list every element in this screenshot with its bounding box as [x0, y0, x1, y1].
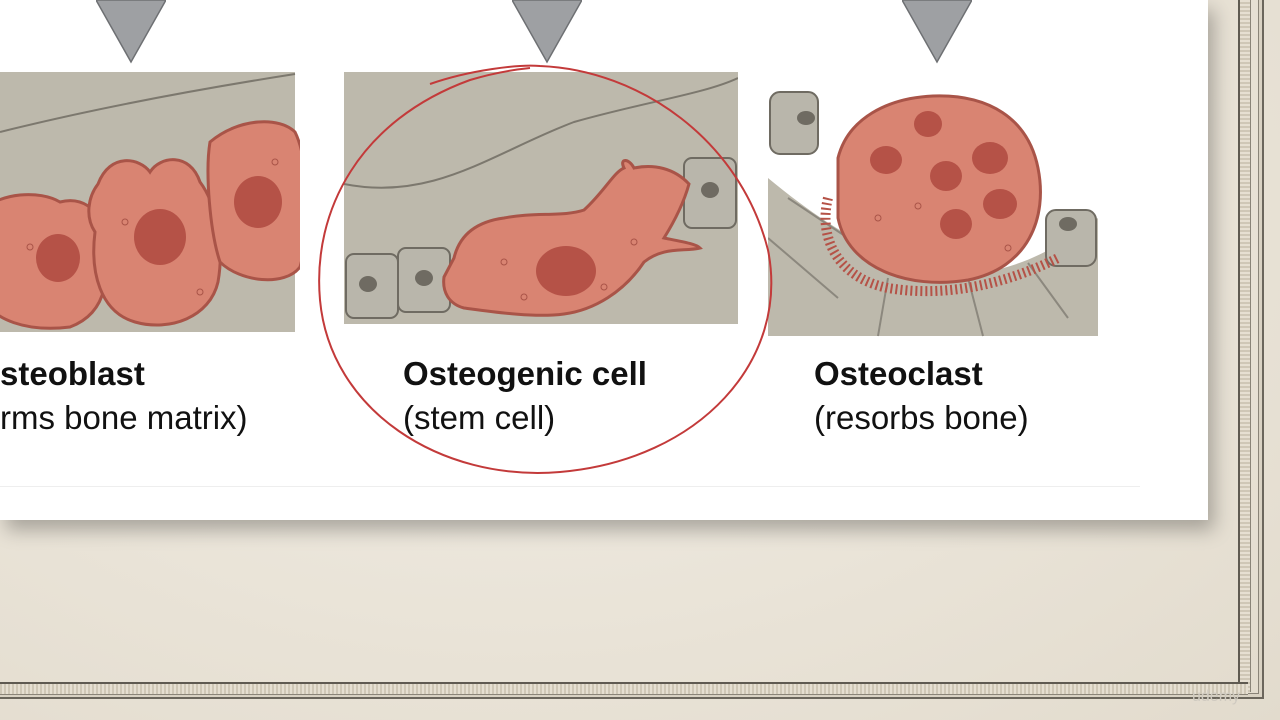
picture-frame [0, 0, 1264, 699]
osteogenic-cell-illustration [344, 72, 738, 324]
arrow-down-icon [96, 0, 166, 64]
arrow-down-icon [512, 0, 582, 64]
cell-description: (resorbs bone) [814, 399, 1029, 436]
cell-label-osteoblast: steoblast rms bone matrix) [0, 352, 248, 440]
cell-description: (stem cell) [403, 399, 556, 436]
frame-right-edge [1238, 0, 1251, 692]
osteoclast-illustration [768, 88, 1100, 338]
cell-label-osteogenic: Osteogenic cell (stem cell) [403, 352, 647, 440]
cell-description: rms bone matrix) [0, 399, 248, 436]
cell-label-osteoclast: Osteoclast (resorbs bone) [814, 352, 1029, 440]
divider [0, 486, 1140, 487]
cell-name: steoblast [0, 355, 145, 392]
frame-bottom-edge [0, 682, 1248, 695]
cell-name: Osteogenic cell [403, 355, 647, 392]
slide: steoblast rms bone matrix) Osteogenic ce… [0, 0, 1208, 520]
watermark: udemy [1192, 688, 1241, 705]
cell-name: Osteoclast [814, 355, 983, 392]
osteoblast-illustration [0, 72, 300, 332]
arrow-down-icon [902, 0, 972, 64]
